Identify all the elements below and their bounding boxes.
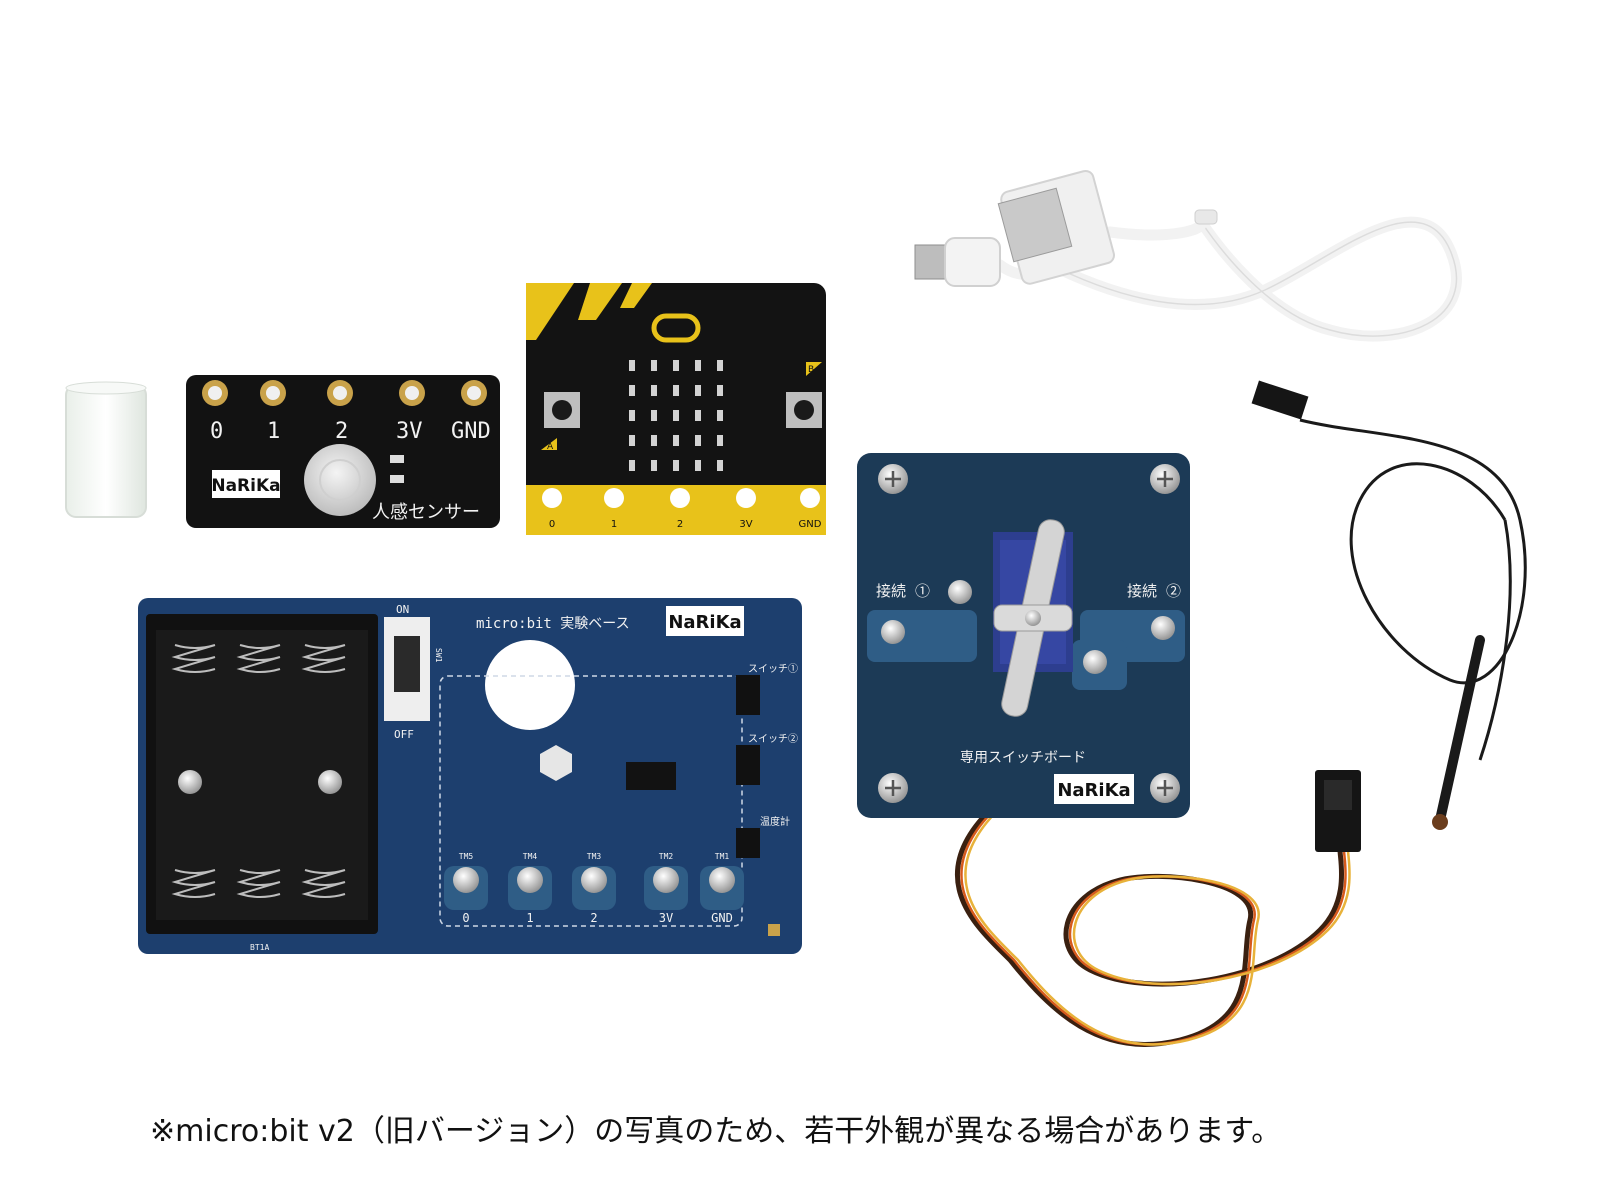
connection-2-label: 接続 ② [1127, 582, 1181, 600]
switch-board: 接続 ① 接続 ② 専用スイッチボード NaRiKa [857, 453, 1190, 818]
microbit-board: A B 0 1 2 3V GND [526, 283, 826, 535]
servo-horn [993, 519, 1073, 717]
terminal-id: TM1 [715, 852, 730, 861]
corner-screw-tr [1150, 464, 1180, 494]
connection-1-label: 接続 ① [876, 582, 930, 600]
base-board-title: micro:bit 実験ベース [476, 616, 630, 632]
battery-id: BT1A [250, 943, 269, 952]
led-matrix [629, 360, 723, 471]
terminal-label: 2 [590, 911, 597, 925]
terminal-label: 1 [526, 911, 533, 925]
caption-note: ※micro:bit v2（旧バージョン）の写真のため、若干外観が異なる場合があ… [150, 1114, 1282, 1149]
button-b: B [786, 362, 822, 428]
connector-switch1-label: スイッチ① [748, 663, 798, 675]
terminal-id: TM3 [587, 852, 602, 861]
battery-holder [146, 614, 378, 934]
terminal-label: 3V [659, 911, 673, 925]
terminal-label: GND [711, 911, 733, 925]
pir-pin-label: 2 [335, 419, 348, 444]
terminal-id: TM2 [659, 852, 674, 861]
button-b-label: B [808, 365, 814, 375]
terminal-posts [444, 866, 744, 910]
switch-board-title: 専用スイッチボード [960, 750, 1086, 766]
microbit-pin-label: 2 [677, 519, 683, 530]
pir-pin-label: 3V [396, 419, 423, 444]
microbit-pin-label: 0 [549, 519, 555, 530]
temperature-probe [1251, 380, 1527, 830]
terminal-id: TM4 [523, 852, 538, 861]
terminal-post [881, 580, 1175, 674]
connector-thermometer-label: 温度計 [760, 815, 790, 828]
pir-pin-label: GND [451, 419, 491, 444]
pir-pin-label: 0 [210, 419, 223, 444]
terminal-label: 0 [462, 911, 469, 925]
pir-pin-holes [202, 380, 487, 406]
corner-screw-tl [878, 464, 908, 494]
corner-screw-br [1150, 773, 1180, 803]
switch-on-label: ON [396, 603, 409, 616]
spacer-tube [65, 381, 147, 518]
pir-pin-label: 1 [267, 419, 280, 444]
connector-switch2-label: スイッチ② [748, 733, 798, 745]
terminal-id: TM5 [459, 852, 474, 861]
sensor-hole [485, 640, 575, 730]
microbit-edge-pads [542, 488, 820, 508]
pir-dome [304, 444, 376, 516]
microbit-pin-label: GND [799, 519, 822, 530]
switch-board-brand: NaRiKa [1057, 780, 1130, 801]
base-board: BT1A ON OFF SW1 micro:bit 実験ベース NaRiKa ス… [138, 598, 802, 954]
pir-sensor-board: 0 1 2 3V GND NaRiKa 人感センサー [186, 375, 500, 528]
power-switch: ON OFF SW1 [384, 603, 443, 741]
micro-usb-plug [914, 237, 1001, 287]
microbit-pin-label: 1 [611, 519, 617, 530]
pir-brand-logo: NaRiKa [211, 476, 280, 496]
button-a-label: A [547, 442, 554, 452]
microbit-pin-label: 3V [739, 519, 752, 530]
corner-screw-bl [878, 773, 908, 803]
pir-label: 人感センサー [372, 502, 480, 523]
usb-a-plug [997, 169, 1115, 285]
usb-cable [914, 169, 1462, 342]
switch-off-label: OFF [394, 728, 414, 741]
microbit-logo [651, 313, 701, 343]
base-board-brand: NaRiKa [668, 612, 741, 633]
switch-id: SW1 [434, 648, 443, 663]
button-a: A [541, 392, 580, 452]
pin-header [736, 675, 760, 858]
servo-cable [954, 770, 1361, 1047]
